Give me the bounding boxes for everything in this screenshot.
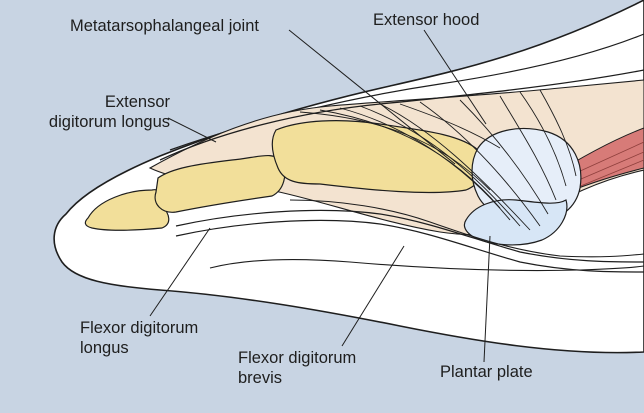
flexor-digitorum-brevis-tendon [289, 199, 644, 258]
label-fdl-line2: longus [80, 339, 129, 357]
leader-lines [149, 29, 491, 363]
skin-contour-lower [209, 258, 644, 272]
leader-fdb [341, 245, 405, 347]
label-flexor-digitorum-brevis: Flexor digitorum brevis [238, 348, 356, 388]
leader-fdl [149, 227, 211, 317]
proximal-phalanx [271, 120, 485, 194]
leader-plantar-plate [483, 235, 491, 363]
label-edl-line2: digitorum longus [48, 113, 170, 131]
flexor-digitorum-longus-tendon-lower [175, 219, 644, 273]
label-flexor-digitorum-longus: Flexor digitorum longus [80, 318, 198, 358]
leader-extensor-hood [423, 29, 487, 125]
label-extensor-hood-text: Extensor hood [373, 11, 480, 29]
distal-phalanx [84, 189, 170, 231]
plantar-plate-shape [463, 199, 568, 246]
label-mtp-joint-text: Metatarsophalangeal joint [70, 17, 259, 35]
label-extensor-hood: Extensor hood [373, 10, 479, 30]
label-mtp-joint: Metatarsophalangeal joint [70, 16, 259, 36]
leader-mtp-joint [288, 29, 456, 165]
label-plantar-plate: Plantar plate [440, 362, 533, 382]
label-edl-line1: Extensor [104, 93, 170, 111]
label-extensor-digitorum-longus: Extensor digitorum longus [46, 92, 170, 132]
flexor-digitorum-longus-tendon [175, 209, 644, 263]
label-fdb-line1: Flexor digitorum [238, 349, 357, 367]
label-plantar-plate-text: Plantar plate [440, 363, 533, 381]
label-fdb-line2: brevis [238, 369, 283, 387]
middle-phalanx [154, 154, 286, 213]
extensor-hood-fibers [299, 89, 577, 231]
label-fdl-line1: Flexor digitorum [80, 319, 199, 337]
leader-edl [167, 117, 217, 143]
